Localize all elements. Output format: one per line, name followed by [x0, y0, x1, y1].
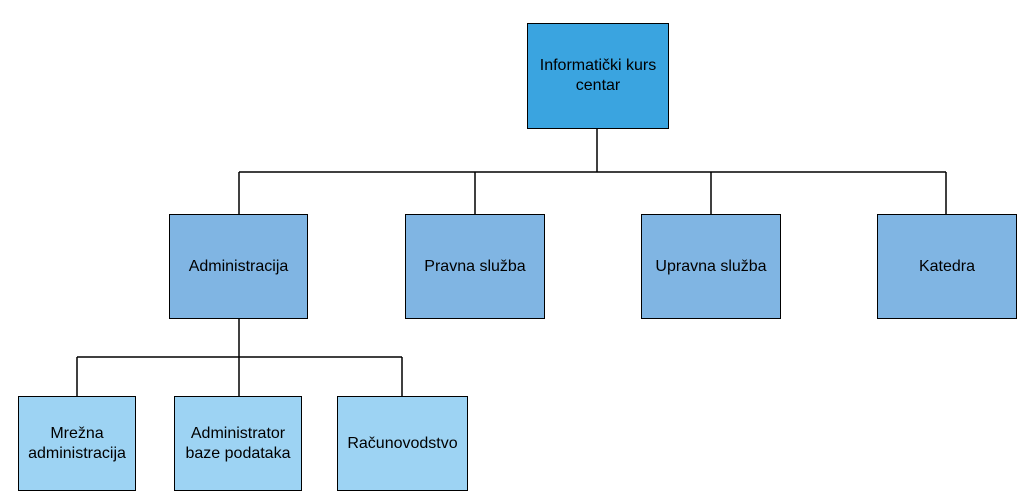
node-racunovodstvo: Računovodstvo [337, 396, 468, 491]
node-informaticki-kurs-centar: Informatički kurs centar [527, 23, 669, 129]
node-label: Informatički kurs centar [539, 57, 657, 94]
node-label: Pravna služba [424, 257, 526, 275]
node-label: Administrator baze podataka [185, 424, 291, 462]
node-upravna-sluzba: Upravna služba [641, 214, 781, 319]
node-administracija: Administracija [169, 214, 308, 319]
node-label: Katedra [918, 257, 976, 275]
node-administrator-baze-podataka: Administrator baze podataka [174, 396, 302, 491]
node-label: Računovodstvo [347, 434, 458, 452]
node-mrezna-administracija: Mrežna administracija [18, 396, 136, 491]
node-katedra: Katedra [877, 214, 1017, 319]
node-pravna-sluzba: Pravna služba [405, 214, 545, 319]
node-label: Mrežna administracija [28, 424, 126, 462]
node-label: Administracija [188, 257, 289, 275]
node-label: Upravna služba [655, 257, 767, 275]
